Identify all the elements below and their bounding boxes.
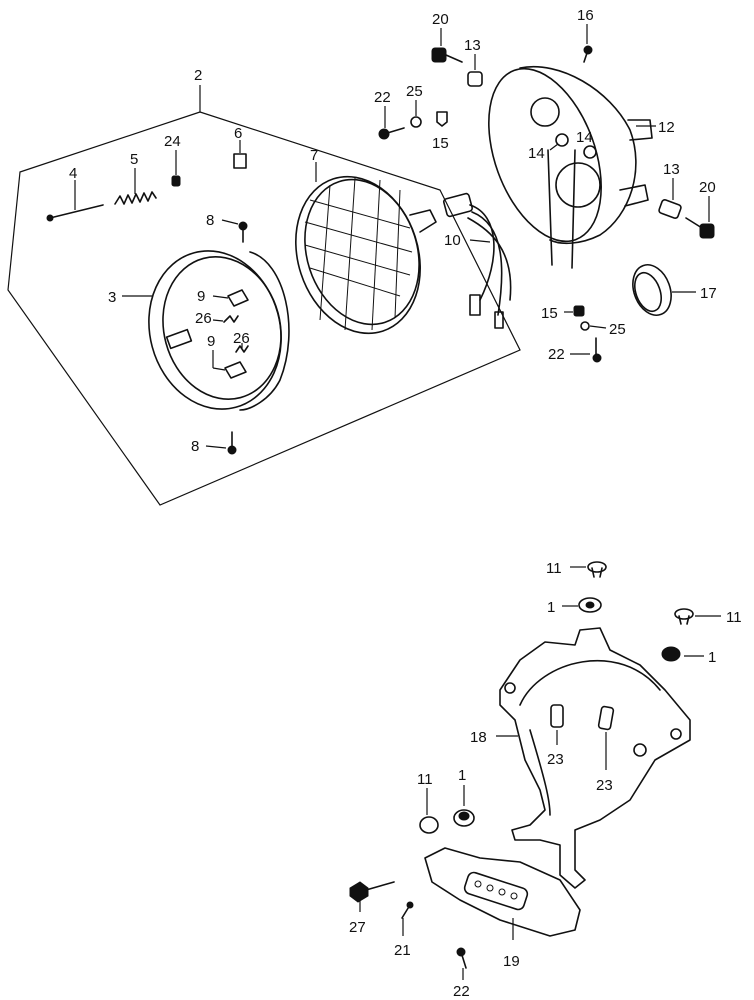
part-1-grommet-top <box>562 597 602 613</box>
part-22-bolt-upper <box>378 106 405 140</box>
callout-26-upper: 26 <box>195 310 212 327</box>
callout-labels: 2 3 4 5 24 6 7 8 8 9 9 26 26 10 20 20 13… <box>69 7 742 1000</box>
part-17-ring <box>632 264 696 316</box>
part-4-adjust-screw <box>46 180 104 222</box>
callout-9-lower: 9 <box>207 333 215 350</box>
callout-4: 4 <box>69 165 77 182</box>
callout-14-left: 14 <box>528 145 545 162</box>
part-12-headlight-case <box>488 65 656 269</box>
callout-15-lower: 15 <box>541 305 558 322</box>
callout-1-right: 1 <box>708 649 716 666</box>
callout-23-left: 23 <box>547 751 564 768</box>
callout-23-right: 23 <box>596 777 613 794</box>
callout-6: 6 <box>234 125 242 142</box>
part-8-screw-lower <box>205 431 237 455</box>
part-27-bolt <box>349 881 395 912</box>
callout-25-lower: 25 <box>609 321 626 338</box>
callout-7: 7 <box>310 147 318 164</box>
callout-24: 24 <box>164 133 181 150</box>
callout-8-lower: 8 <box>191 438 199 455</box>
callout-1-top: 1 <box>547 599 555 616</box>
callout-3: 3 <box>108 289 116 306</box>
part-16-screw <box>583 24 593 63</box>
callout-10: 10 <box>444 232 461 249</box>
callout-5: 5 <box>130 151 138 168</box>
part-13-collar-upper <box>467 54 483 87</box>
part-8-screw-upper <box>221 219 248 243</box>
part-26-spring-upper <box>212 315 239 323</box>
part-22-bolt-bottom <box>456 947 467 980</box>
callout-2: 2 <box>194 67 202 84</box>
callout-22-upper: 22 <box>374 89 391 106</box>
part-9-clip-lower <box>212 350 247 379</box>
callout-13-upper: 13 <box>464 37 481 54</box>
part-10-socket-harness <box>442 192 512 329</box>
callout-25-upper: 25 <box>406 83 423 100</box>
part-1-grommet-left <box>453 785 475 827</box>
part-9-clip-upper <box>212 289 249 307</box>
part-26-spring-lower <box>235 343 249 353</box>
callout-16: 16 <box>577 7 594 24</box>
part-25-washer-upper <box>410 100 422 128</box>
callout-17: 17 <box>700 285 717 302</box>
part-24-nut <box>171 150 181 187</box>
callout-18: 18 <box>470 729 487 746</box>
part-14-grommet-right <box>583 145 597 159</box>
callout-9-upper: 9 <box>197 288 205 305</box>
part-6-clip <box>233 140 247 169</box>
callout-19: 19 <box>503 953 520 970</box>
part-1-grommet-right <box>661 646 704 662</box>
callout-21: 21 <box>394 942 411 959</box>
part-11-cap-right <box>674 608 721 625</box>
part-22-bolt-middle <box>570 337 602 363</box>
callout-22-bottom: 22 <box>453 983 470 1000</box>
callout-12: 12 <box>658 119 675 136</box>
part-13-collar-lower <box>658 178 682 219</box>
part-11-cap-left <box>419 788 439 834</box>
callout-1-left: 1 <box>458 767 466 784</box>
part-5-spring <box>114 168 157 205</box>
part-3-headlight-rim <box>122 250 290 411</box>
callout-14-right: 14 <box>576 129 593 146</box>
callout-11-left: 11 <box>417 771 433 788</box>
callout-20-upper: 20 <box>432 11 449 28</box>
callout-13-lower: 13 <box>663 161 680 178</box>
callout-11-right: 11 <box>726 609 742 626</box>
part-15-nut-upper <box>436 111 448 127</box>
callout-27: 27 <box>349 919 366 936</box>
part-19-reflector-plate <box>424 847 581 940</box>
part-21-screw <box>401 901 414 936</box>
callout-22-middle: 22 <box>548 346 565 363</box>
callout-11-top: 11 <box>546 560 562 577</box>
callout-8-upper: 8 <box>206 212 214 229</box>
part-20-bolt-lower <box>685 196 715 239</box>
callout-20-lower: 20 <box>699 179 716 196</box>
part-14-grommet-left <box>549 133 569 151</box>
part-7-sealed-beam-unit <box>295 162 437 335</box>
part-25-washer-lower <box>580 321 607 331</box>
callout-15-upper: 15 <box>432 135 449 152</box>
part-23-collar-left <box>550 704 564 745</box>
part-11-cap-top <box>570 561 607 578</box>
assembly-group-outline <box>7 85 521 506</box>
part-18-headlight-bracket <box>496 627 691 889</box>
part-20-bolt-upper <box>431 28 463 63</box>
part-23-collar-right <box>597 705 615 770</box>
callout-26-lower: 26 <box>233 330 250 347</box>
part-15-nut-lower <box>564 305 585 317</box>
